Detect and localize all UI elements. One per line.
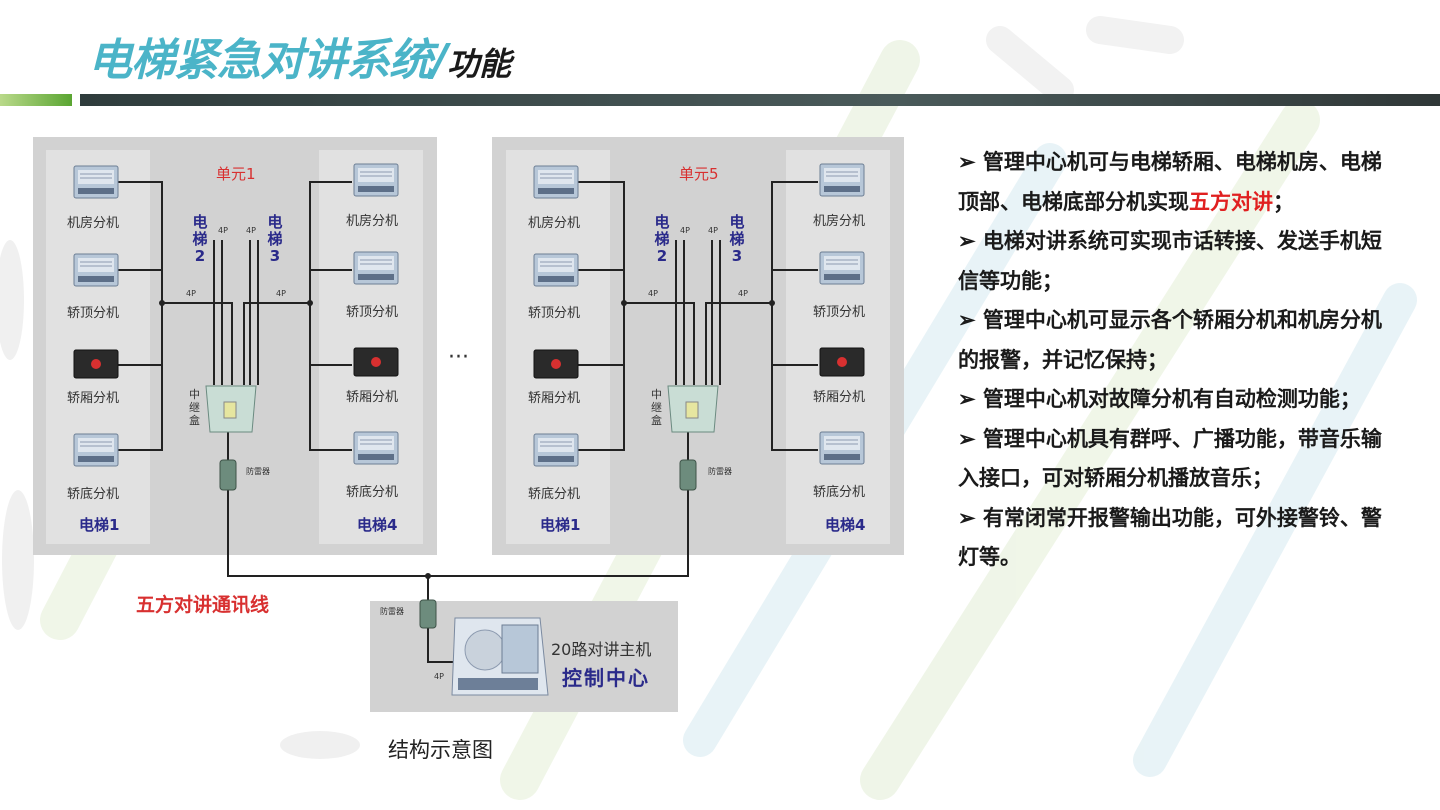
- feature-text: 管理中心机可显示各个轿厢分机和机房分机的报警，并记忆保持；: [958, 307, 1382, 372]
- device-label-machine-room: 机房分机: [346, 214, 399, 229]
- device-label-machine-room: 机房分机: [67, 216, 120, 231]
- unit-5-elevator-3-label: 电梯3: [729, 213, 745, 265]
- unit-5-elevator-2-label: 电梯2: [654, 213, 670, 265]
- feature-highlight: 五方对讲: [1189, 188, 1273, 214]
- feature-list: ➢ 管理中心机可与电梯轿厢、电梯机房、电梯顶部、电梯底部分机实现五方对讲； ➢ …: [958, 142, 1388, 577]
- wire-label: 4P: [246, 226, 256, 235]
- feature-text: 管理中心机可与电梯轿厢、电梯机房、电梯顶部、电梯底部分机实现: [958, 149, 1382, 214]
- wire-label: 4P: [708, 226, 718, 235]
- device-label-car-top: 轿顶分机: [67, 306, 120, 321]
- lightning-arrester-label: 防雷器: [380, 607, 404, 616]
- device-label-car: 轿厢分机: [346, 390, 399, 405]
- feature-item: ➢ 管理中心机具有群呼、广播功能，带音乐输入接口，可对轿厢分机播放音乐；: [958, 425, 1382, 491]
- device-label-car: 轿厢分机: [67, 391, 120, 406]
- unit-5-elevator-1-label: 电梯1: [540, 516, 581, 534]
- unit-1-elevator-1-label: 电梯1: [79, 516, 120, 534]
- feature-item: ➢ 管理中心机对故障分机有自动检测功能；: [958, 386, 1361, 411]
- feature-text-end: ；: [1273, 188, 1294, 214]
- unit-1-elevator-3-label: 电梯3: [267, 213, 283, 265]
- wire-label: 4P: [186, 289, 196, 298]
- feature-item: ➢ 电梯对讲系统可实现市话转接、发送手机短信等功能；: [958, 228, 1382, 293]
- title-main: 电梯紧急对讲系统/: [88, 35, 448, 86]
- title-sub: 功能: [447, 45, 512, 83]
- feature-item: ➢ 管理中心机可显示各个轿厢分机和机房分机的报警，并记忆保持；: [958, 307, 1382, 372]
- unit-1-elevator-4-label: 电梯4: [357, 516, 398, 534]
- device-label-car: 轿厢分机: [813, 390, 866, 405]
- device-label-car-bottom: 轿底分机: [813, 485, 866, 500]
- lightning-arrester-label: 防雷器: [246, 467, 270, 476]
- feature-text: 管理中心机对故障分机有自动检测功能；: [982, 386, 1361, 411]
- device-label-car-top: 轿顶分机: [346, 305, 399, 320]
- feature-text: 电梯对讲系统可实现市话转接、发送手机短信等功能；: [958, 228, 1382, 293]
- device-label-car-bottom: 轿底分机: [346, 485, 399, 500]
- page-title: 电梯紧急对讲系统/功能: [88, 24, 511, 88]
- wire-label: 4P: [680, 226, 690, 235]
- communication-line-label: 五方对讲通讯线: [136, 594, 270, 616]
- device-label-machine-room: 机房分机: [528, 216, 581, 231]
- unit-5-label: 单元5: [679, 165, 719, 183]
- relay-box-label: 中继盒: [189, 388, 200, 427]
- device-label-car-top: 轿顶分机: [813, 305, 866, 320]
- wire-label: 4P: [738, 289, 748, 298]
- title-accent-bar: [0, 94, 72, 106]
- unit-1-label: 单元1: [216, 165, 256, 183]
- feature-item: ➢ 管理中心机可与电梯轿厢、电梯机房、电梯顶部、电梯底部分机实现五方对讲；: [958, 149, 1382, 214]
- unit-1-elevator-2-label: 电梯2: [192, 213, 208, 265]
- relay-box-label: 中继盒: [651, 388, 662, 427]
- lightning-arrester-label: 防雷器: [708, 467, 732, 476]
- host-label: 20路对讲主机: [551, 640, 652, 659]
- more-units-ellipsis: ···: [448, 345, 469, 370]
- feature-text: 有常闭常开报警输出功能，可外接警铃、警灯等。: [958, 504, 1382, 570]
- wire-label: 4P: [648, 289, 658, 298]
- wire-label: 4P: [276, 289, 286, 298]
- unit-5-elevator-4-label: 电梯4: [825, 516, 866, 534]
- diagram-caption: 结构示意图: [388, 738, 493, 762]
- device-label-car-bottom: 轿底分机: [67, 487, 120, 502]
- feature-item: ➢ 有常闭常开报警输出功能，可外接警铃、警灯等。: [958, 504, 1382, 570]
- title-divider-bar: [80, 94, 1440, 106]
- device-label-machine-room: 机房分机: [813, 214, 866, 229]
- feature-text: 管理中心机具有群呼、广播功能，带音乐输入接口，可对轿厢分机播放音乐；: [958, 425, 1382, 491]
- wire-label: 4P: [218, 226, 228, 235]
- device-label-car-top: 轿顶分机: [528, 306, 581, 321]
- control-center-label: 控制中心: [562, 666, 650, 690]
- device-label-car-bottom: 轿底分机: [528, 487, 581, 502]
- device-label-car: 轿厢分机: [528, 391, 581, 406]
- wire-label: 4P: [434, 672, 444, 681]
